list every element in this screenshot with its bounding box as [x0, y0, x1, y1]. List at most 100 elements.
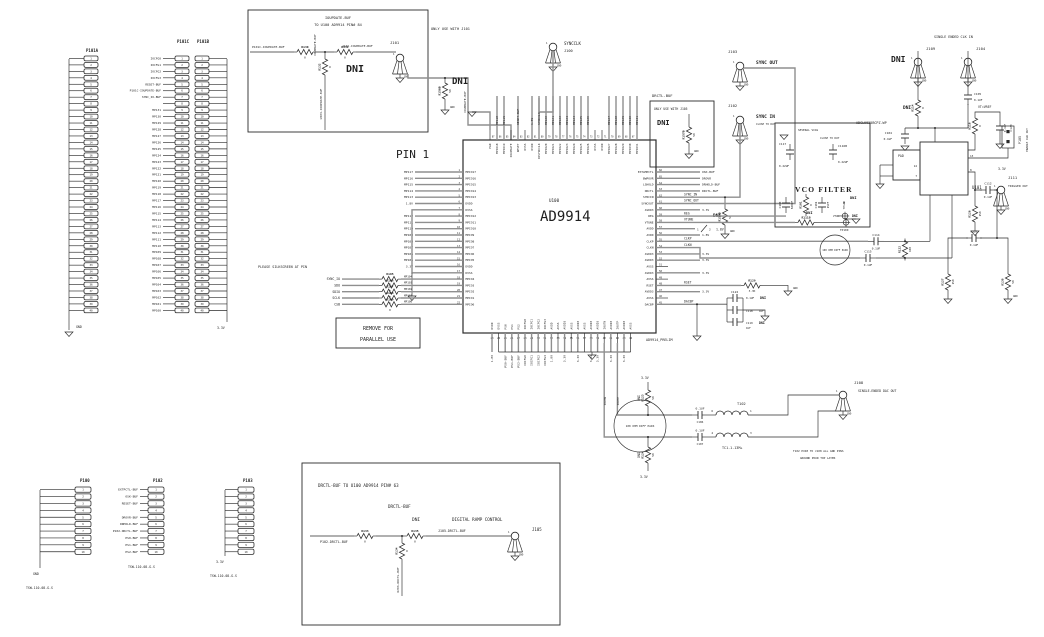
label: AVDD: [647, 227, 654, 231]
label: SYNCCLK: [564, 41, 581, 46]
label: MPIO21: [551, 143, 555, 154]
label: TP100: [840, 228, 849, 232]
label: DRCTL-BUF TO U100 AD9914 PIN# 63: [318, 483, 399, 488]
label: CLKN: [647, 246, 654, 250]
label: CSB: [334, 302, 340, 306]
label: MPIO3: [466, 283, 475, 287]
label: 0.22UF: [779, 164, 789, 168]
label: 38: [180, 295, 184, 299]
label: AVSS: [556, 322, 560, 329]
wire: [748, 410, 836, 438]
resistor-R124: [644, 444, 652, 466]
label: GND: [847, 413, 852, 416]
wire: [968, 137, 976, 151]
label: R132: [318, 63, 322, 70]
label: 3: [201, 69, 203, 73]
label: 50: [651, 396, 655, 400]
label: MP104: [152, 283, 161, 287]
label: 66: [659, 168, 663, 172]
label: 21: [200, 186, 204, 190]
resistor-R127: [944, 271, 952, 293]
label: MPIO8: [466, 239, 475, 243]
label: GND: [404, 76, 409, 79]
label: MP101: [404, 293, 412, 297]
label: 0.1UF: [695, 407, 704, 411]
label: PIN 1: [396, 148, 429, 161]
label: R127: [941, 278, 945, 285]
label: 71: [604, 136, 607, 139]
label: MP102: [404, 287, 412, 291]
label: IOCFG3: [543, 319, 547, 330]
label: 1: [994, 184, 996, 188]
resistor-R101: [802, 194, 810, 216]
label: 32: [180, 257, 184, 261]
label: MP125: [152, 147, 161, 151]
label: MP111: [152, 237, 161, 241]
label: IOUPDATE-BUF: [463, 91, 467, 113]
label: 3.3V: [702, 258, 709, 262]
label: 63: [659, 187, 663, 191]
label: 37: [200, 289, 204, 293]
label: J104: [976, 46, 986, 51]
label: DNI: [452, 77, 468, 87]
label: 61: [659, 200, 663, 204]
label: REG: [684, 211, 690, 215]
label: 22: [180, 192, 184, 196]
label: GND: [694, 149, 699, 153]
label: R114: [911, 104, 915, 111]
label: MP108: [404, 239, 413, 243]
label: 17: [200, 160, 204, 164]
label: 5: [245, 515, 247, 519]
label: OSK-BUF: [125, 495, 138, 499]
label: 0.22UF: [838, 160, 848, 164]
note-box: [774, 122, 871, 228]
label: 0.1UF: [884, 137, 893, 141]
label: GND: [744, 138, 749, 141]
label: 150: [978, 211, 982, 216]
wire: [763, 285, 789, 291]
gnd-symbol: [467, 111, 477, 117]
label: MP129: [621, 116, 625, 125]
label: 64: [659, 181, 663, 185]
label: 0.1UF: [746, 296, 754, 300]
label: R109: [386, 297, 393, 301]
capacitor-c: [727, 306, 743, 314]
label: P102: [153, 478, 163, 483]
label: 9: [201, 108, 203, 112]
label: MPIO1: [466, 296, 475, 300]
gnd-symbol: [900, 145, 910, 151]
label: MP111: [404, 220, 413, 224]
label: MP116: [152, 205, 161, 209]
label: 7: [458, 206, 460, 210]
label: 1.8V: [490, 355, 494, 362]
label: SYNC_OUT: [684, 199, 699, 203]
label: 0.1UF: [970, 243, 979, 247]
label: 13: [89, 134, 93, 138]
label: 1: [508, 530, 510, 534]
label: R134: [395, 547, 399, 554]
label: VTUNE: [833, 214, 841, 218]
label: MPIO30: [628, 143, 632, 154]
label: U203-DRCTL-BUF: [396, 567, 400, 592]
label: 74: [583, 136, 586, 139]
label: R138: [1001, 278, 1005, 285]
label: CLKP: [647, 239, 654, 243]
label: SYNC_IN: [684, 192, 697, 196]
label: 8: [245, 536, 247, 540]
label: TSW-110-08-G-S: [210, 574, 237, 578]
label: 6: [711, 409, 713, 413]
label: 8: [82, 536, 84, 540]
label: MP131: [635, 116, 639, 125]
label: R131: [341, 45, 348, 49]
label: ONLY USE WITH J105: [654, 107, 688, 111]
label: J103: [728, 49, 737, 54]
label: 0: [389, 283, 391, 287]
pin-header: 1EXTPCTL-BUF2OSK-BUF3RESET-BUF45DROVR-BU…: [113, 486, 165, 555]
label: 69: [618, 136, 621, 139]
label: GND: [922, 80, 927, 83]
label: P101C-IOUPDATE-BUF: [252, 45, 285, 49]
label: MPIO16: [466, 176, 477, 180]
label: GND: [33, 572, 39, 576]
